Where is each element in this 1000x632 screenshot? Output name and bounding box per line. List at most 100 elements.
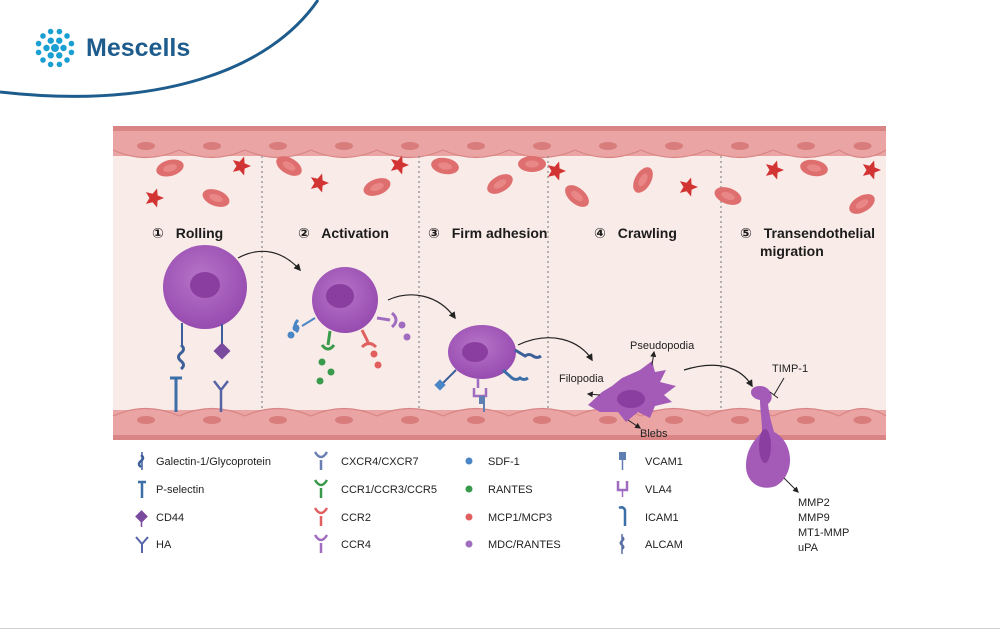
legend-label: CD44 xyxy=(156,512,184,524)
nucleus xyxy=(462,342,488,362)
stage-rolling-scene xyxy=(163,245,247,412)
ccr1-icon xyxy=(313,479,329,498)
stage-dividers xyxy=(261,156,722,410)
endothelial-cell xyxy=(838,149,887,159)
stage-number: ⑤ xyxy=(740,225,752,241)
pseudopodia-label: Pseudopodia xyxy=(630,340,695,352)
legend-label: VCAM1 xyxy=(645,456,683,468)
legend-label: CCR1/CCR3/CCR5 xyxy=(341,484,437,496)
p-selectin-icon xyxy=(138,480,146,498)
legend-label: ALCAM xyxy=(645,539,683,551)
legend-label: MCP1/MCP3 xyxy=(488,512,552,524)
cell-cluster-logo-icon xyxy=(35,28,75,68)
endothelial-cell xyxy=(772,149,840,159)
ha-icon xyxy=(213,380,229,412)
brand-logo: Mescells xyxy=(35,28,190,68)
endothelial-cell xyxy=(178,407,246,417)
endothelial-cell xyxy=(442,149,510,159)
platelet xyxy=(310,173,329,193)
legend-label: VLA4 xyxy=(645,484,672,496)
stage-activation-title: ② Activation xyxy=(298,225,389,241)
legend: Galectin-1/Glycoprotein P-selectin CD44 … xyxy=(135,451,683,554)
stage-firm-adhesion-title: ③ Firm adhesion xyxy=(428,225,547,241)
stage-crawling-scene: Pseudopodia Filopodia Blebs xyxy=(559,340,695,440)
legend-label: MDC/RANTES xyxy=(488,539,561,551)
stage-number: ③ xyxy=(428,225,440,241)
ccr4-icon xyxy=(313,534,329,553)
ccr2-icon xyxy=(313,507,329,526)
endothelial-cell xyxy=(376,407,444,417)
cxcr4-icon xyxy=(313,451,329,470)
stage-number: ② xyxy=(298,225,310,241)
nucleus xyxy=(617,390,645,408)
endothelial-cell xyxy=(838,407,887,417)
endothelial-cell xyxy=(442,407,510,417)
endothelial-cell xyxy=(640,149,708,159)
galectin-icon xyxy=(137,452,145,470)
endothelial-cell xyxy=(706,149,774,159)
endothelial-cell xyxy=(508,149,576,159)
vcam1-icon xyxy=(619,452,626,470)
stage-crawling-title: ④ Crawling xyxy=(594,225,677,241)
brand-name: Mescells xyxy=(86,34,190,62)
stage-transendothelial-title-line2: migration xyxy=(760,243,824,259)
endothelial-cell xyxy=(178,149,246,159)
stage-transendothelial-scene: TIMP-1 MMP2 MMP9 MT1-MMP uPA xyxy=(746,363,849,554)
endothelial-cell xyxy=(310,407,378,417)
platelet xyxy=(765,160,784,180)
nucleus xyxy=(190,272,220,298)
nucleus xyxy=(759,429,771,463)
platelet xyxy=(390,155,409,175)
platelet xyxy=(145,188,164,208)
legend-label: ICAM1 xyxy=(645,512,679,524)
cd44-icon xyxy=(135,510,148,527)
stage-number: ① xyxy=(152,225,164,241)
endothelial-cell xyxy=(310,149,378,159)
ha-icon xyxy=(135,536,149,553)
blood-cells xyxy=(145,155,881,214)
mcp-icon xyxy=(465,513,473,521)
mmp-label: uPA xyxy=(798,542,819,554)
stage-label: Transendothelial xyxy=(764,225,875,241)
stage-label: Rolling xyxy=(176,225,223,241)
flow-arrow xyxy=(387,294,456,320)
icam1-icon xyxy=(618,506,627,526)
endothelial-cells xyxy=(112,142,887,424)
platelet xyxy=(232,156,251,176)
vla4-icon xyxy=(616,481,629,497)
legend-label: Galectin-1/Glycoprotein xyxy=(156,456,271,468)
legend-label: CCR4 xyxy=(341,539,371,551)
platelet xyxy=(862,160,881,180)
mmp-label: MT1-MMP xyxy=(798,527,849,539)
endothelial-cell xyxy=(772,407,840,417)
stage-transendothelial-title: ⑤ Transendothelial xyxy=(740,225,875,241)
stage-label: Firm adhesion xyxy=(452,225,548,241)
endothelial-cell xyxy=(112,149,180,159)
nucleus xyxy=(326,284,354,308)
stage-rolling-title: ① Rolling xyxy=(152,225,223,241)
stage-firm-adhesion-scene xyxy=(434,325,542,412)
mmp-label: MMP2 xyxy=(798,497,830,509)
sdf1-icon xyxy=(465,457,473,465)
p-selectin-icon xyxy=(170,376,182,412)
stage-titles: ① Rolling ② Activation ③ Firm adhesion ④… xyxy=(152,225,875,259)
endothelial-cell xyxy=(376,149,444,159)
legend-label: P-selectin xyxy=(156,484,204,496)
stage-number: ④ xyxy=(594,225,606,241)
endothelial-cell xyxy=(244,407,312,417)
flow-arrows xyxy=(237,250,753,388)
legend-label: HA xyxy=(156,539,172,551)
cd44-icon xyxy=(213,342,231,360)
platelet xyxy=(547,161,566,181)
endothelial-cell xyxy=(244,149,312,159)
flow-arrow xyxy=(517,337,593,362)
footer-rule xyxy=(0,628,1000,629)
legend-label: CCR2 xyxy=(341,512,371,524)
galectin-icon xyxy=(177,343,185,371)
stage-activation-scene xyxy=(287,267,411,385)
flow-arrow xyxy=(683,364,753,388)
alcam-icon xyxy=(619,534,625,554)
header-swoosh xyxy=(0,0,320,98)
mdc-icon xyxy=(465,540,473,548)
